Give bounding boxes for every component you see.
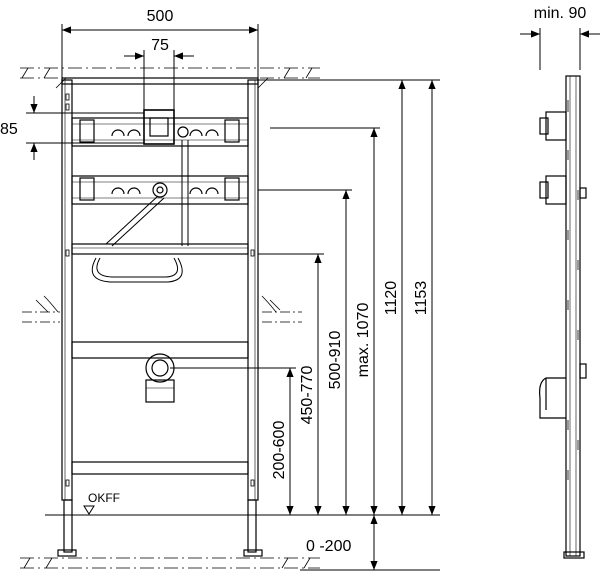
bottom-rail (71, 461, 249, 475)
side-foot (563, 551, 585, 559)
frame-top-rail (61, 77, 259, 85)
bottom-floor-hatch (20, 557, 320, 569)
dimension-lines (26, 24, 600, 571)
frame-right-upright (247, 79, 259, 501)
height-450-770-label: 450-770 (299, 366, 316, 425)
lower-bracket (71, 175, 249, 205)
right-foot (247, 499, 257, 553)
side-drain-bend (539, 377, 566, 419)
middle-rail (71, 243, 249, 255)
left-foot (63, 499, 73, 553)
height-max1070-label: max. 1070 (355, 303, 372, 378)
upright-holes (65, 93, 255, 487)
hose-loop (91, 257, 183, 283)
supply-hose (105, 195, 165, 247)
height-1120-label: 1120 (383, 281, 400, 316)
floor-label: OKFF (88, 491, 120, 505)
height-200-600-label: 200-600 (271, 421, 288, 480)
height-500-910-label: 500-910 (327, 331, 344, 390)
side-profile (565, 75, 581, 557)
side-view (539, 75, 587, 559)
lower-rail (71, 341, 249, 359)
front-view (20, 67, 440, 569)
side-upper-fitting (545, 111, 567, 141)
side-holes (567, 100, 579, 480)
top-wall-hatch (20, 67, 320, 79)
depth-label: min. 90 (534, 5, 587, 22)
spacing-label: 75 (151, 37, 169, 54)
height-1153-label: 1153 (413, 281, 430, 316)
upper-bracket (71, 109, 249, 147)
floor-symbol (83, 505, 95, 515)
drain-connector (145, 353, 175, 403)
side-lower-fitting (545, 175, 567, 205)
adjust-range-label: 0 -200 (306, 538, 351, 555)
width-label: 500 (147, 8, 174, 25)
offset-label: 85 (0, 121, 18, 138)
